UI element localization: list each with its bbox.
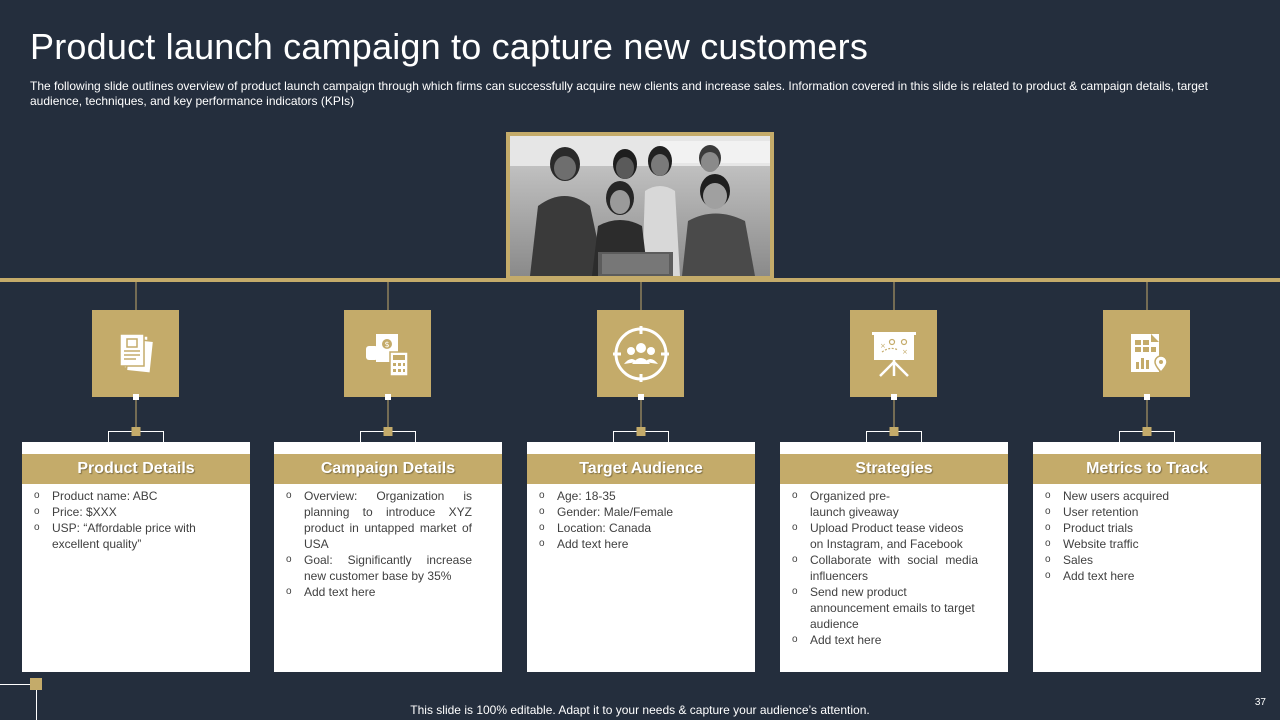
card-heading: Campaign Details <box>274 454 502 484</box>
card-heading: Target Audience <box>527 454 755 484</box>
list-item: Collaborate with social media influencer… <box>792 552 978 584</box>
team-photo-frame <box>506 132 774 280</box>
list-item: Age: 18-35 <box>539 488 725 504</box>
page-number: 37 <box>1254 697 1266 708</box>
connector-dot <box>385 394 391 400</box>
list-item: Goal: Significantly increase new custome… <box>286 552 472 584</box>
column-metrics-to-track: Metrics to Track New users acquired User… <box>1033 282 1261 672</box>
budget-calculator-icon: $ <box>365 333 409 377</box>
slide-title: Product launch campaign to capture new c… <box>30 26 869 67</box>
connector-dot <box>1144 394 1150 400</box>
target-audience-card: Target Audience Age: 18-35 Gender: Male/… <box>527 442 755 672</box>
list-item: Overview: Organization is planning to in… <box>286 488 472 552</box>
connector-line <box>135 397 137 432</box>
slide-footer: This slide is 100% editable. Adapt it to… <box>410 703 870 717</box>
card-heading: Metrics to Track <box>1033 454 1261 484</box>
connector-line <box>640 397 642 432</box>
metrics-report-icon <box>1130 333 1168 373</box>
card-heading: Strategies <box>780 454 1008 484</box>
list-item: Send new product announcement emails to … <box>792 584 978 632</box>
list-item: Add text here <box>539 536 725 552</box>
connector-square <box>131 427 141 436</box>
strategies-card: Strategies Organized pre-launch giveaway… <box>780 442 1008 672</box>
list-item: Product name: ABC <box>34 488 220 504</box>
connector-square <box>383 427 393 436</box>
audience-target-icon <box>612 325 669 382</box>
team-photo <box>510 136 770 276</box>
list-item: USP: “Affordable price with excellent qu… <box>34 520 220 552</box>
connector-dot <box>891 394 897 400</box>
card-list: New users acquired User retention Produc… <box>1045 488 1231 584</box>
list-item: Website traffic <box>1045 536 1231 552</box>
connector-line <box>387 282 389 310</box>
card-list: Product name: ABC Price: $XXX USP: “Affo… <box>34 488 220 552</box>
connector-square <box>1142 427 1152 436</box>
connector-line <box>893 397 895 432</box>
card-heading: Product Details <box>22 454 250 484</box>
list-item: Price: $XXX <box>34 504 220 520</box>
connector-dot <box>638 394 644 400</box>
strategy-board-icon: × × <box>871 331 916 377</box>
column-campaign-details: $ Campaign Details Overview: Organizatio… <box>274 282 502 672</box>
list-item: Add text here <box>1045 568 1231 584</box>
list-item: Product trials <box>1045 520 1231 536</box>
corner-decoration-line <box>0 684 36 685</box>
column-strategies: × × Strategies Organized pre-launch give… <box>780 282 1008 672</box>
document-stack-icon <box>118 332 154 374</box>
connector-line <box>1146 282 1148 310</box>
list-item: New users acquired <box>1045 488 1231 504</box>
connector-line <box>135 282 137 310</box>
list-item: Add text here <box>286 584 472 600</box>
connector-dot <box>133 394 139 400</box>
metrics-icon-box <box>1103 310 1190 397</box>
strategies-icon-box: × × <box>850 310 937 397</box>
svg-text:×: × <box>902 348 908 356</box>
list-item: Upload Product tease videos on Instagram… <box>792 520 978 552</box>
metrics-to-track-card: Metrics to Track New users acquired User… <box>1033 442 1261 672</box>
connector-square <box>889 427 899 436</box>
corner-decoration-vline <box>36 684 37 720</box>
target-audience-icon-box <box>597 310 684 397</box>
product-details-card: Product Details Product name: ABC Price:… <box>22 442 250 672</box>
campaign-details-icon-box: $ <box>344 310 431 397</box>
connector-line <box>387 397 389 432</box>
svg-text:$: $ <box>384 340 389 349</box>
card-list: Overview: Organization is planning to in… <box>286 488 472 600</box>
corner-decoration-square <box>30 678 42 690</box>
product-details-icon-box <box>92 310 179 397</box>
list-item: Sales <box>1045 552 1231 568</box>
timeline-bar <box>0 278 1280 282</box>
svg-text:×: × <box>880 342 886 350</box>
connector-line <box>640 282 642 310</box>
connector-line <box>1146 397 1148 432</box>
connector-line <box>893 282 895 310</box>
column-target-audience: Target Audience Age: 18-35 Gender: Male/… <box>527 282 755 672</box>
list-item: Add text here <box>792 632 978 648</box>
list-item: Gender: Male/Female <box>539 504 725 520</box>
card-list: Age: 18-35 Gender: Male/Female Location:… <box>539 488 725 552</box>
connector-square <box>636 427 646 436</box>
list-item: User retention <box>1045 504 1231 520</box>
card-list: Organized pre-launch giveaway Upload Pro… <box>792 488 978 648</box>
slide-subtitle: The following slide outlines overview of… <box>30 79 1208 108</box>
campaign-details-card: Campaign Details Overview: Organization … <box>274 442 502 672</box>
list-item: Organized pre-launch giveaway <box>792 488 978 520</box>
column-product-details: Product Details Product name: ABC Price:… <box>22 282 250 672</box>
list-item: Location: Canada <box>539 520 725 536</box>
